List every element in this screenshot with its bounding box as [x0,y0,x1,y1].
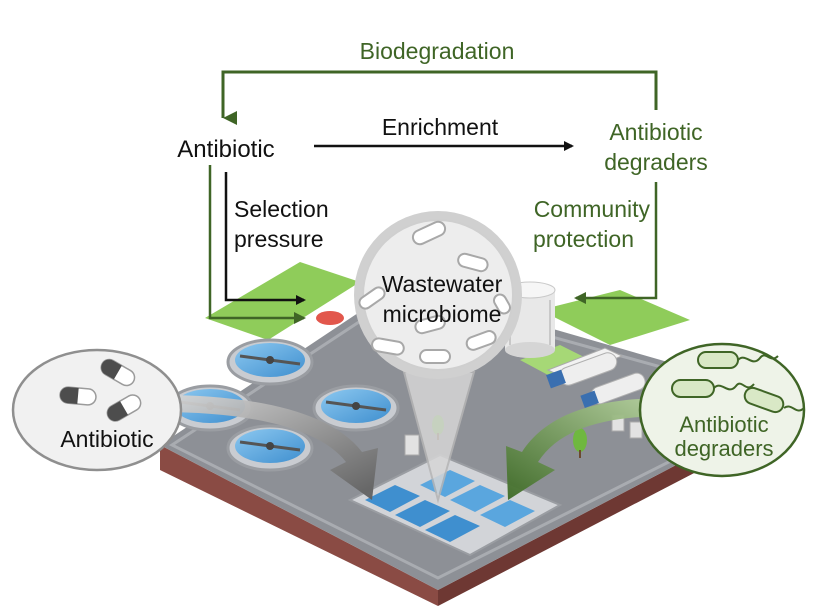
tree-icon [573,428,587,458]
plant-soil-left [160,445,438,606]
fountain [316,311,344,325]
microbiome-label-line1: Wastewater [382,271,503,297]
microbiome-magnifier [354,211,522,504]
community-protection-label-line1: Community [534,196,651,222]
selection-pressure-label-line2: pressure [234,226,323,252]
bacterium-icon [671,351,805,414]
biodegradation-arrow [221,70,658,125]
antibiotic-top-label: Antibiotic [177,136,274,163]
antibiotic-bubble-label: Antibiotic [60,426,153,452]
enrichment-label: Enrichment [382,114,499,140]
aeration-basin [347,453,563,557]
degraders-inflow-arrow [506,398,668,500]
antibiotic-green-arrow [208,165,306,324]
degraders-bubble [638,342,806,478]
selection-pressure-arrow [224,172,306,305]
truck-icon [546,347,624,389]
clarifier-tank [226,338,314,386]
antibiotic-bubble [11,348,183,472]
community-protection-label-line2: protection [533,226,634,252]
degraders-bubble-label-line2: degraders [674,436,773,461]
biodegradation-label: Biodegradation [360,38,515,64]
selection-pressure-label-line1: Selection [234,196,329,222]
truck-icon [580,372,646,408]
degraders-bubble-label-line1: Antibiotic [679,412,768,437]
clarifier-tank [312,384,400,432]
bacterium-icon [358,220,511,364]
degraders-top-label-line2: degraders [604,149,708,175]
degraders-top-label-line1: Antibiotic [609,119,702,145]
lawn-strip [520,345,590,375]
clarifier-tank [226,424,314,472]
community-protection-arrow [574,182,658,304]
pill-icon [59,358,142,422]
microbiome-label-line2: microbiome [383,301,502,327]
